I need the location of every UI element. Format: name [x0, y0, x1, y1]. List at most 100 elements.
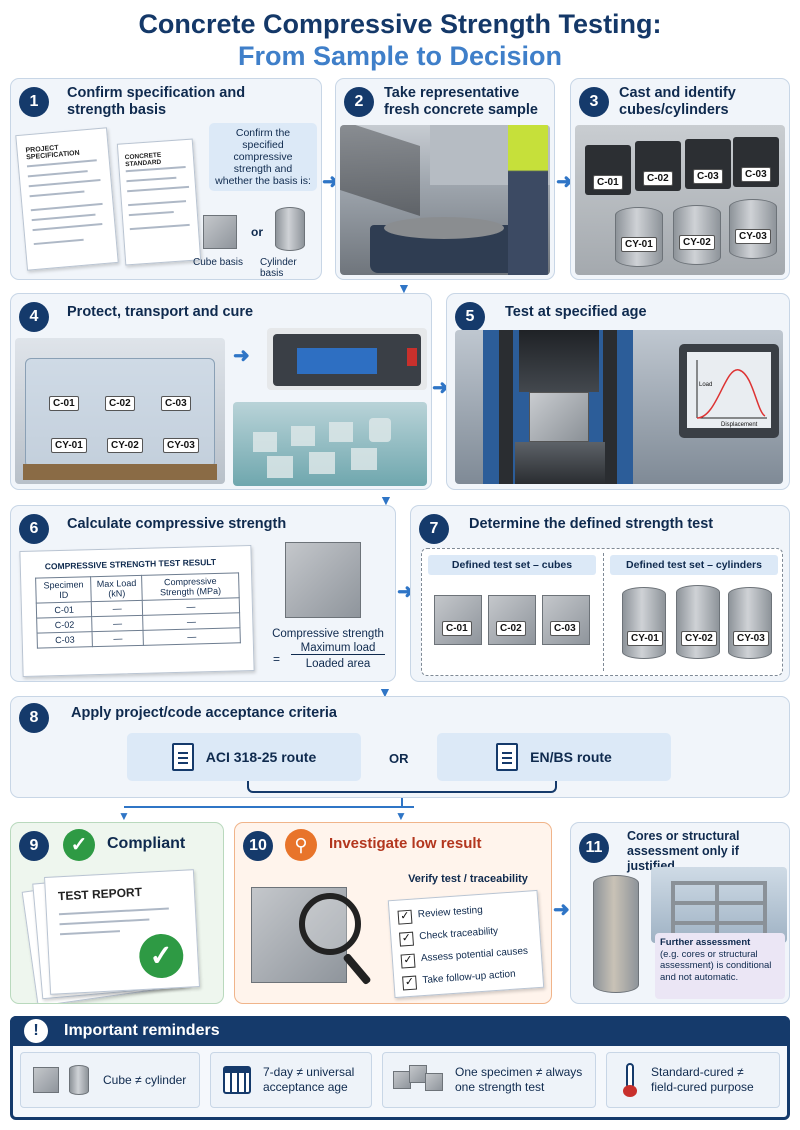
cylinder-icon: [69, 1065, 89, 1095]
specimen-tag: C-03: [693, 169, 723, 184]
concrete-standard-document: CONCRETE STANDARD: [116, 138, 202, 266]
formula-numerator: Maximum load: [291, 642, 385, 655]
doc-heading: PROJECT SPECIFICATION: [25, 144, 80, 162]
reminder-item: One specimen ≠ always one strength test: [382, 1052, 596, 1108]
reminder-text: One specimen ≠ always one strength test: [455, 1065, 583, 1094]
cube-basis-label: Cube basis: [193, 257, 244, 268]
project-spec-document: PROJECT SPECIFICATION: [15, 127, 119, 271]
formula-equals: =: [273, 652, 281, 666]
step-title: Cast and identify cubes/cylinders: [619, 85, 736, 118]
note-body: (e.g. cores or structural assessment) is…: [660, 948, 772, 983]
or-label: or: [251, 225, 263, 239]
specimen-tag: CY-01: [51, 438, 87, 453]
document-icon: [496, 743, 519, 771]
step-number: 10: [243, 831, 273, 861]
arrow-down-icon: ▼: [118, 809, 130, 823]
step-4-card: 4 Protect, transport and cure C-01 C-02 …: [10, 293, 432, 490]
alert-icon: !: [24, 1019, 48, 1043]
step-number: 11: [579, 833, 609, 863]
arrow-down-icon: ▼: [397, 280, 411, 296]
specimen-tag: C-01: [442, 621, 472, 636]
specimen-tag: C-02: [643, 171, 673, 186]
approved-check-icon: ✓: [138, 932, 185, 980]
arrow-right-icon: ➜: [322, 171, 339, 193]
table-cell: —: [92, 630, 144, 647]
en-bs-route-button[interactable]: EN/BS route: [437, 733, 671, 781]
step-5-card: 5 Test at specified age Load Displacemen…: [446, 293, 790, 490]
checklist: ✓ Review testing ✓ Check traceability ✓ …: [387, 889, 545, 999]
reminder-text: Standard-cured ≠ field-cured purpose: [651, 1065, 754, 1094]
cylinder-basis-label: Cylinder basis: [260, 257, 297, 279]
step-2-card: 2 Take representative fresh concrete sam…: [335, 78, 555, 280]
specimens-photo: C-01 C-02 C-03 C-03 CY-01 CY-02 CY-03: [575, 125, 785, 275]
core-sample-icon: [593, 875, 639, 993]
table-cell: C-03: [37, 631, 93, 649]
or-label: OR: [389, 751, 409, 766]
specimen-tag: CY-03: [735, 229, 771, 244]
specimen-tag: C-03: [550, 621, 580, 636]
specimen-tag: C-03: [741, 167, 771, 182]
strength-basis-note: Confirm the specified compressive streng…: [209, 123, 317, 191]
specimen-tag: C-01: [593, 175, 623, 190]
step-9-card: 9 ✓ Compliant TEST REPORT ✓: [10, 822, 224, 1004]
step-title: Confirm specification and strength basis: [67, 85, 246, 118]
reminder-item: 7-day ≠ universal acceptance age: [210, 1052, 372, 1108]
checkbox-icon: ✓: [402, 975, 418, 991]
specimen-tag: CY-02: [679, 235, 715, 250]
checkbox-icon: ✓: [399, 931, 414, 947]
table-header: Specimen ID: [35, 576, 92, 604]
thermometer-icon: [623, 1063, 637, 1097]
specimen-tag: C-01: [49, 396, 79, 411]
document-icon: [171, 743, 194, 771]
sampling-photo: [340, 125, 550, 275]
formula-lhs: Compressive strength: [272, 628, 384, 640]
load-displacement-graph: Load Displacement: [687, 352, 771, 428]
table-header: Compressive Strength (MPa): [141, 572, 240, 601]
arrow-down-icon: ▼: [379, 492, 393, 508]
cubes-icon: [393, 1065, 449, 1095]
test-report-document: TEST REPORT ✓: [44, 869, 200, 995]
step-number: 4: [19, 302, 49, 332]
step-title: Compliant: [107, 835, 186, 852]
step-number: 8: [19, 703, 49, 733]
step-1-card: 1 Confirm specification and strength bas…: [10, 78, 322, 280]
arrow-right-icon: ➜: [432, 377, 449, 399]
specimen-tag: CY-01: [627, 631, 663, 646]
route-label: ACI 318-25 route: [205, 749, 317, 765]
table-header: Max Load (kN): [91, 575, 143, 602]
graph-x-label: Displacement: [721, 422, 758, 428]
specimen-tag: CY-03: [733, 631, 769, 646]
page-subtitle: From Sample to Decision: [237, 41, 563, 71]
verify-heading: Verify test / traceability: [408, 873, 528, 885]
specimen-tag: C-03: [161, 396, 191, 411]
route-merge-connector: [247, 781, 557, 793]
branch-connector: [401, 798, 403, 808]
checkbox-icon: ✓: [397, 909, 413, 925]
checklist-item: Check traceability: [418, 925, 499, 943]
step-number: 5: [455, 302, 485, 332]
step-title: Test at specified age: [505, 304, 647, 320]
step-7-card: 7 Determine the defined strength test De…: [410, 505, 790, 682]
checklist-item: Assess potential causes: [420, 945, 529, 965]
step-10-card: 10 ⚲ Investigate low result Verify test …: [234, 822, 552, 1004]
reminders-title: Important reminders: [64, 1022, 220, 1039]
cylinder-specimen-icon: [275, 207, 305, 251]
reminder-item: Cube ≠ cylinder: [20, 1052, 200, 1108]
checkbox-icon: ✓: [400, 953, 416, 969]
arrow-right-icon: ➜: [397, 581, 414, 603]
reminder-item: Standard-cured ≠ field-cured purpose: [606, 1052, 780, 1108]
step-title: Take representative fresh concrete sampl…: [384, 85, 538, 118]
cylinder-set-label: Defined test set – cylinders: [610, 555, 778, 575]
check-circle-icon: ✓: [63, 829, 95, 861]
step-number: 6: [19, 514, 49, 544]
wrapped-specimens-photo: C-01 C-02 C-03 CY-01 CY-02 CY-03: [15, 338, 225, 484]
step-8-card: 8 Apply project/code acceptance criteria…: [10, 696, 790, 798]
step-number: 1: [19, 87, 49, 117]
step-title: Cores or structural assessment only if j…: [627, 829, 740, 873]
route-label: EN/BS route: [530, 749, 612, 765]
further-assessment-note: Further assessment (e.g. cores or struct…: [655, 933, 785, 999]
aci-route-button[interactable]: ACI 318-25 route: [127, 733, 361, 781]
step-title: Determine the defined strength test: [469, 516, 714, 532]
sheet-title: COMPRESSIVE STRENGTH TEST RESULT: [44, 556, 217, 572]
step-6-card: 6 Calculate compressive strength COMPRES…: [10, 505, 396, 682]
